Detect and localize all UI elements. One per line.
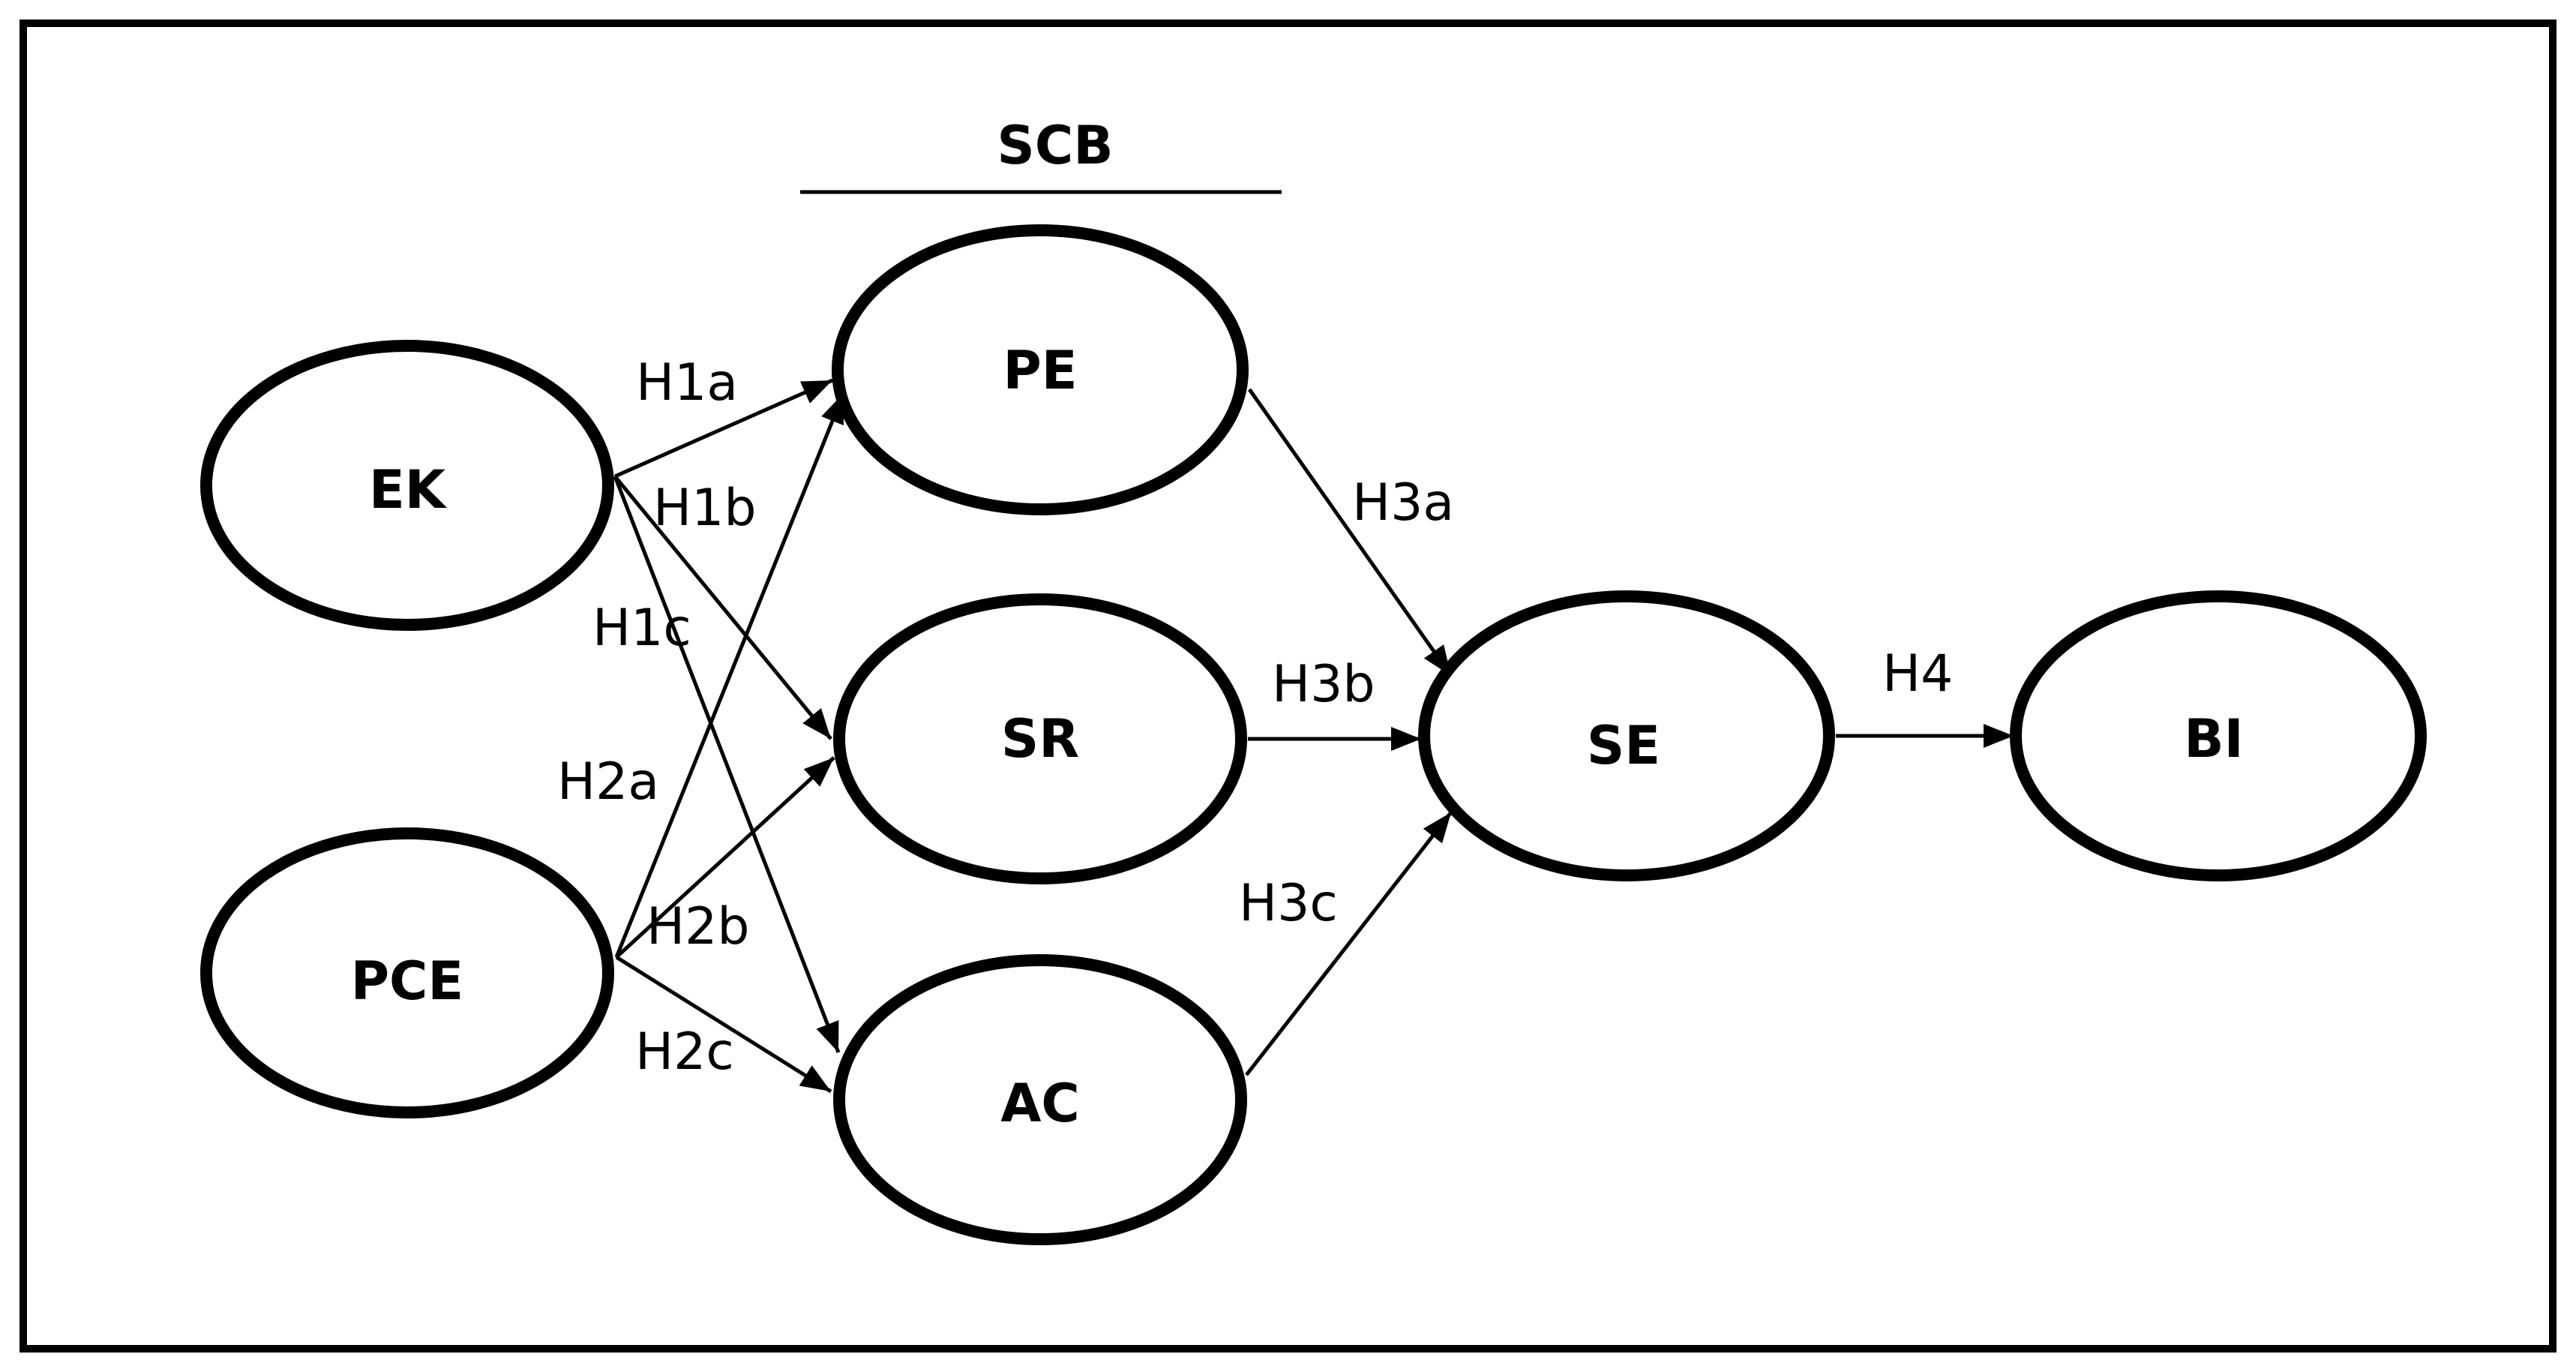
edge-label-h4: H4 [1882, 644, 1953, 704]
edge-arrow-h1b [613, 475, 832, 740]
node-ac-ellipse [833, 954, 1247, 1245]
node-ek: EK [200, 340, 614, 631]
edge-arrow-h1a [613, 378, 834, 479]
node-ac-label: AC [1000, 1073, 1080, 1134]
edge-label-h3b: H3b [1272, 655, 1375, 714]
node-se-ellipse [1418, 590, 1835, 881]
edge-arrow-h2c [615, 955, 832, 1094]
edge-label-h1c: H1c [592, 599, 691, 658]
edge-label-h2c: H2c [635, 1022, 734, 1082]
node-pce: PCE [200, 827, 614, 1118]
edge-label-h2a: H2a [557, 752, 659, 812]
node-ac: AC [833, 954, 1247, 1245]
edge-arrow-h1c [613, 476, 841, 1053]
edge-arrow-h2b [615, 756, 835, 959]
node-ek-ellipse [200, 340, 614, 631]
node-pce-ellipse [200, 827, 614, 1118]
node-sr-label: SR [1001, 708, 1079, 770]
node-sr-ellipse [833, 593, 1247, 884]
node-pe-label: PE [1003, 340, 1077, 401]
node-bi-ellipse [2010, 590, 2427, 881]
group-label-scb: SCB [997, 115, 1113, 176]
edge-label-h3c: H3c [1239, 874, 1338, 933]
edge-label-h1b: H1b [653, 479, 757, 538]
node-pce-label: PCE [351, 950, 464, 1012]
node-bi: BI [2010, 590, 2427, 881]
node-ek-label: EK [369, 459, 448, 521]
node-pe: PE [832, 224, 1249, 515]
node-sr: SR [833, 593, 1247, 884]
node-se-label: SE [1587, 715, 1660, 776]
node-bi-label: BI [2184, 708, 2243, 770]
edge-label-h3a: H3a [1352, 473, 1454, 533]
node-pe-ellipse [832, 224, 1249, 515]
edge-label-h2b: H2b [646, 897, 750, 956]
node-se: SE [1418, 590, 1835, 881]
edge-arrow-h3c [1245, 811, 1453, 1076]
edge-arrow-h3a [1247, 388, 1453, 677]
edge-label-h1a: H1a [636, 353, 738, 413]
edge-arrow-h2a [614, 392, 846, 958]
